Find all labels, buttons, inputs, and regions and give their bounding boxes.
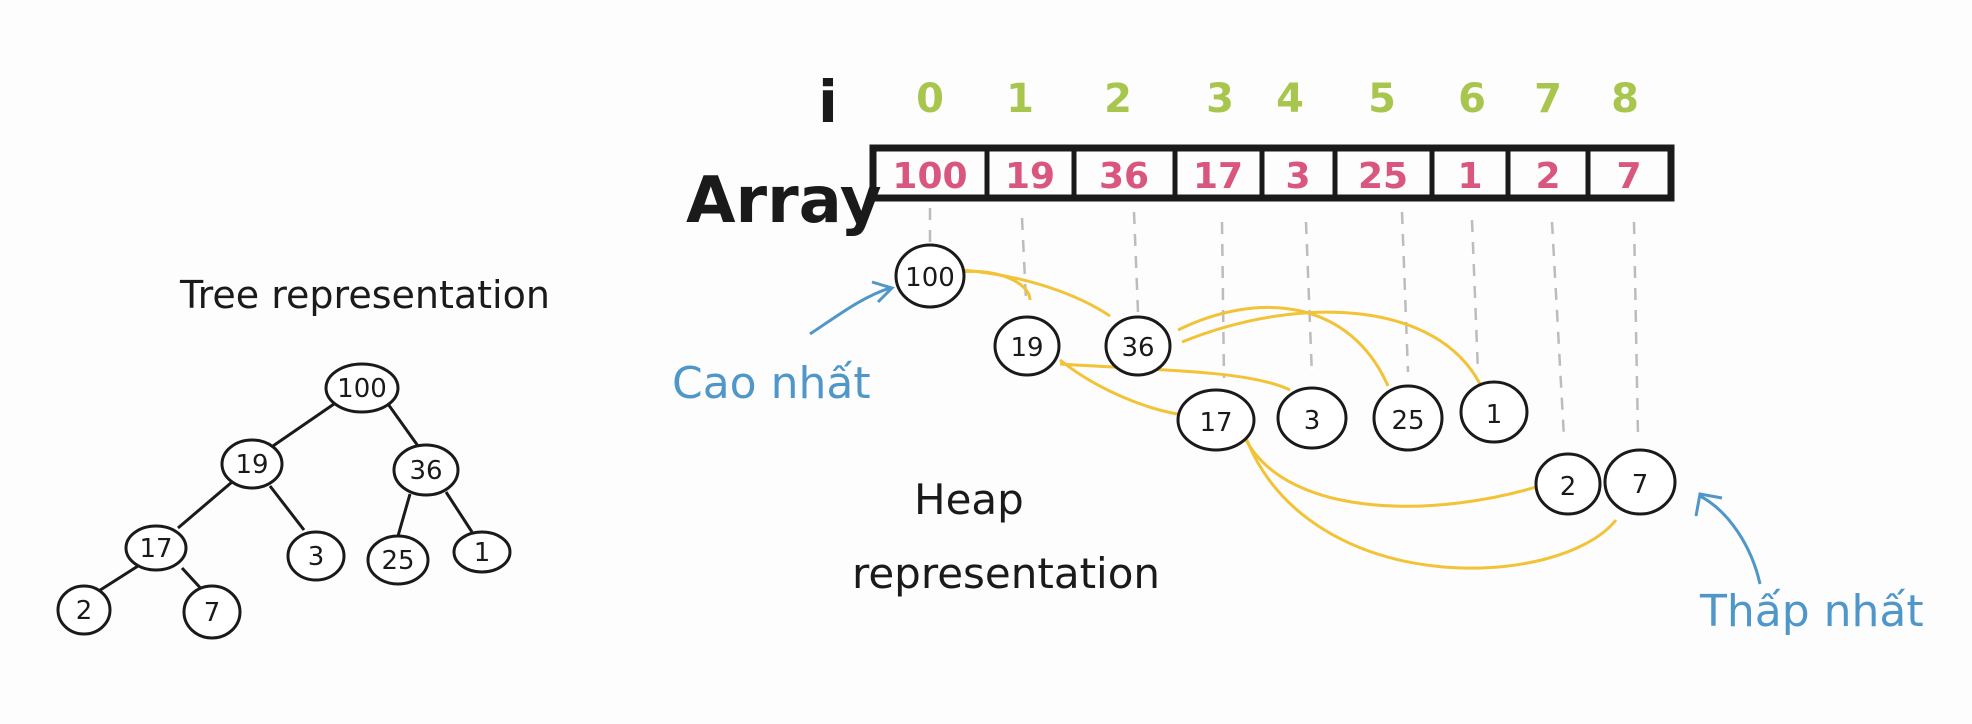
heap-node-2-label: 2: [1560, 472, 1577, 502]
heap-node-25-label: 25: [1391, 406, 1424, 436]
index-2: 2: [1104, 76, 1132, 122]
tree-node-17-label: 17: [139, 534, 172, 564]
heap-node-100-label: 100: [905, 263, 955, 293]
tree-node-25: 25: [366, 534, 430, 586]
highest-arrow-icon: [809, 280, 895, 336]
lowest-arrow-icon: [1694, 492, 1762, 585]
index-8: 8: [1611, 76, 1639, 122]
tree-node-7: 7: [182, 584, 242, 640]
heap-title-line1: Heap: [914, 475, 1024, 524]
tree-node-1-label: 1: [474, 538, 491, 568]
tree-node-19-label: 19: [235, 450, 268, 480]
index-3: 3: [1206, 76, 1234, 122]
index-7: 7: [1534, 76, 1562, 122]
tree-node-19: 19: [220, 438, 284, 490]
heap-node-100: 100: [894, 243, 966, 309]
array-label: Array: [686, 164, 882, 238]
tree-node-1: 1: [452, 530, 512, 574]
heap-node-7-label: 7: [1632, 470, 1649, 500]
index-5: 5: [1368, 76, 1396, 122]
array-cell-4: 3: [1285, 156, 1310, 197]
tree-node-25-label: 25: [381, 546, 414, 576]
heap-node-3-label: 3: [1304, 406, 1321, 436]
tree-node-2: 2: [56, 584, 112, 636]
projection-lines: [928, 208, 1640, 439]
index-4: 4: [1276, 76, 1304, 122]
index-1: 1: [1006, 76, 1034, 122]
heap-node-2: 2: [1534, 452, 1602, 516]
tree-node-2-label: 2: [76, 596, 93, 626]
heap-nodes: 100 19 36 17 3 25 1 2: [894, 243, 1677, 516]
tree-nodes: 100 19 36 17 3 25 1 2: [56, 362, 512, 640]
array-cell-3: 17: [1193, 156, 1243, 197]
tree-node-7-label: 7: [204, 598, 221, 628]
tree-node-100-label: 100: [337, 374, 387, 404]
tree-node-36: 36: [392, 443, 460, 497]
array-cell-6: 1: [1457, 156, 1482, 197]
array-cell-8: 7: [1616, 156, 1641, 197]
array-cell-1: 19: [1005, 156, 1055, 197]
heap-node-7: 7: [1603, 448, 1677, 516]
tree-node-3: 3: [286, 530, 346, 582]
heap-node-3: 3: [1276, 386, 1348, 450]
array-cell-5: 25: [1358, 156, 1408, 197]
array-values: 100 19 36 17 3 25 1 2 7: [892, 156, 1641, 197]
array-box: [869, 144, 1675, 202]
heap-node-19: 19: [993, 315, 1061, 377]
heap-node-17: 17: [1176, 388, 1256, 452]
heap-node-1-label: 1: [1486, 400, 1503, 430]
array-cell-2: 36: [1099, 156, 1149, 197]
index-row: 0 1 2 3 4 5 6 7 8: [916, 76, 1639, 122]
tree-node-36-label: 36: [409, 456, 442, 486]
heap-node-36: 36: [1104, 315, 1172, 377]
heap-node-1: 1: [1459, 380, 1529, 444]
heap-node-36-label: 36: [1121, 333, 1154, 363]
index-label: i: [818, 68, 838, 136]
tree-title: Tree representation: [179, 273, 550, 317]
lowest-label: Thấp nhất: [1699, 586, 1924, 637]
array-cell-0: 100: [892, 156, 967, 197]
array-cell-7: 2: [1535, 156, 1560, 197]
heap-title-line2: representation: [852, 549, 1160, 598]
tree-node-17: 17: [124, 524, 188, 572]
tree-node-100: 100: [324, 362, 400, 414]
heap-node-19-label: 19: [1010, 333, 1043, 363]
highest-label: Cao nhất: [672, 358, 871, 409]
index-6: 6: [1458, 76, 1486, 122]
tree-node-3-label: 3: [308, 542, 325, 572]
heap-node-17-label: 17: [1199, 408, 1232, 438]
heap-node-25: 25: [1372, 384, 1444, 452]
index-0: 0: [916, 76, 944, 122]
